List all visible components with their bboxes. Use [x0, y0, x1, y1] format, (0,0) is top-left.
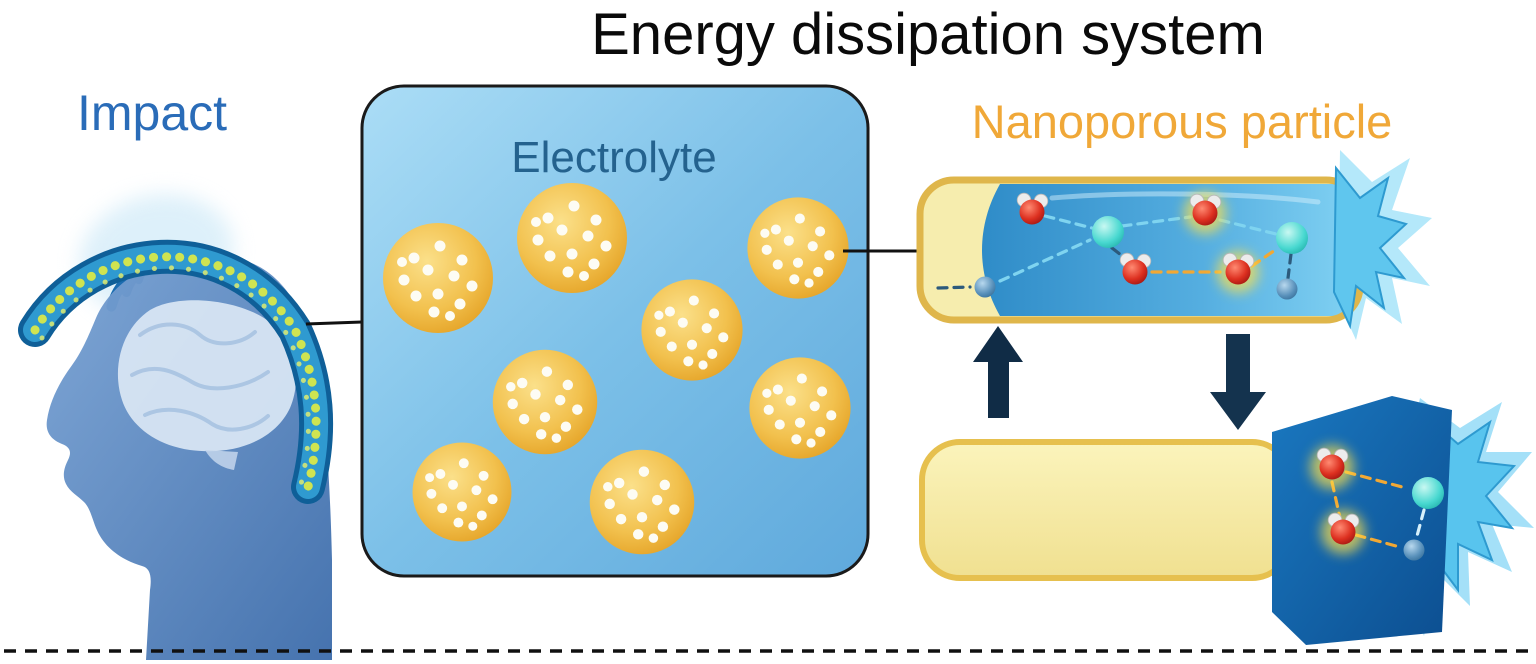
- nanoporous-particle: [749, 357, 851, 459]
- electrolyte-label: Electrolyte: [511, 133, 716, 182]
- nanoporous-particle: [589, 449, 695, 555]
- human-head: [18, 239, 334, 660]
- nanoporous-label: Nanoporous particle: [972, 95, 1393, 148]
- nanoporous-particle: [641, 279, 743, 381]
- anion-sphere: [1403, 539, 1425, 561]
- nanoporous-particle: [517, 183, 627, 293]
- nanoporous-particle: [747, 197, 849, 299]
- electrolyte-box: Electrolyte: [360, 84, 870, 578]
- nanopore-tube-empty: [919, 396, 1534, 645]
- anion-sphere: [974, 276, 996, 298]
- brain: [117, 300, 296, 470]
- nanoporous-particle: [492, 349, 598, 455]
- cation-sphere: [1092, 216, 1124, 248]
- arrow-up-icon: [973, 326, 1023, 418]
- helmet-band: [18, 239, 334, 504]
- ejected-water-blob: [1272, 396, 1452, 645]
- nanoporous-particle: [412, 442, 512, 542]
- anion-sphere: [1276, 278, 1298, 300]
- arrow-down-icon: [1210, 334, 1266, 430]
- hydrogen-bond-network: [936, 214, 1293, 290]
- splash-front: [1332, 165, 1408, 330]
- nanoporous-particle: [383, 223, 493, 333]
- nanopore-tube-infiltrated: [916, 150, 1432, 340]
- connector-head-to-box: [305, 320, 363, 326]
- impact-label: Impact: [77, 85, 227, 141]
- diagram-title: Energy dissipation system: [591, 2, 1265, 67]
- cation-sphere: [1412, 477, 1444, 509]
- cation-sphere: [1276, 222, 1308, 254]
